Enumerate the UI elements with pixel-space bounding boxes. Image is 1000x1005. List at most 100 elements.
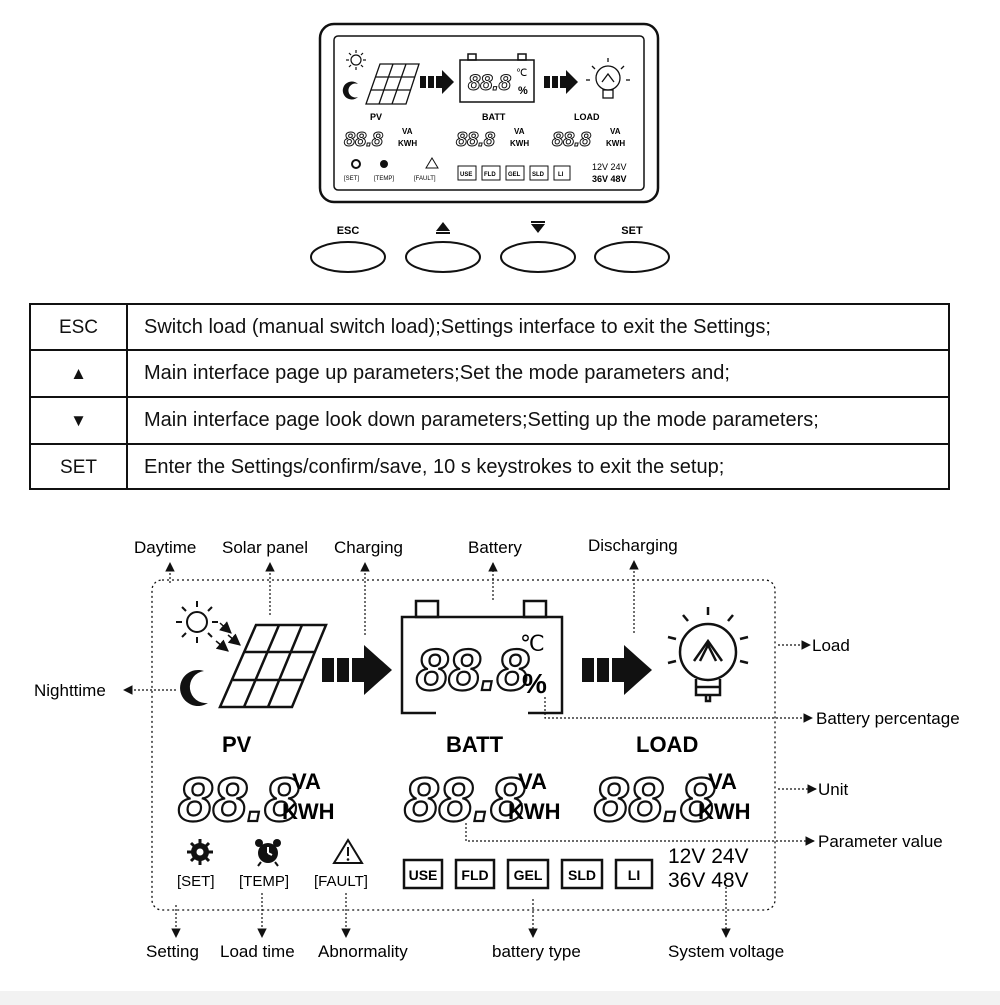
- mini-pv-label: PV: [370, 112, 382, 122]
- svg-text:SLD: SLD: [568, 867, 596, 883]
- charging-arrow-icon: [322, 645, 392, 695]
- lcd-dotted-frame: [151, 579, 776, 911]
- load-unit-va: VA: [708, 769, 737, 794]
- charging-arrow-icon: [420, 70, 454, 94]
- sun-icon: [176, 601, 218, 643]
- desc-cell: Main interface page look down parameters…: [144, 409, 819, 431]
- table-row: SET Enter the Settings/confirm/save, 10 …: [31, 445, 948, 490]
- pv-seg-digits: 88.8: [178, 766, 299, 835]
- table-row: ▲ Main interface page up parameters;Set …: [31, 351, 948, 396]
- solar-panel-icon: [218, 623, 328, 709]
- battery-type-gel: GEL: [506, 858, 550, 890]
- alarm-clock-icon: [380, 160, 388, 168]
- callout-load-time: Load time: [220, 942, 295, 961]
- mini-celsius-sign: ℃: [516, 68, 527, 79]
- callout-solar-panel: Solar panel: [222, 538, 308, 557]
- key-function-table: ESC Switch load (manual switch load);Set…: [29, 303, 950, 490]
- battery-type-li: LI: [614, 858, 654, 890]
- mini-lcd-panel: 88.8 ℃ % PV BATT LOAD 88.8 VA KWH 88.8 V…: [318, 22, 660, 204]
- callout-discharging: Discharging: [588, 536, 678, 555]
- temp-tag: [TEMP]: [239, 873, 289, 890]
- mini-batt-digits-2: 88.8: [456, 129, 496, 151]
- percent-sign: %: [522, 668, 547, 699]
- set-tag: [SET]: [177, 873, 215, 890]
- table-row: ESC Switch load (manual switch load);Set…: [31, 305, 948, 350]
- triangle-down-icon: [531, 221, 545, 233]
- callout-system-voltage: System voltage: [668, 942, 784, 961]
- callout-battery-percentage: Battery percentage: [816, 709, 960, 728]
- set-button[interactable]: SET: [594, 225, 670, 273]
- battery-icon: [459, 53, 535, 103]
- mini-batt-digits: 88.8: [468, 70, 512, 95]
- up-button[interactable]: [405, 222, 481, 273]
- mini-set-tag: [SET]: [344, 176, 359, 182]
- batt-unit-kwh: KWH: [508, 799, 561, 824]
- moon-icon: [180, 669, 208, 706]
- mini-bt-sld: SLD: [532, 172, 545, 178]
- callout-nighttime: Nighttime: [34, 681, 106, 700]
- mini-bt-fld: FLD: [484, 172, 496, 178]
- mini-battery-type-row: [457, 165, 571, 181]
- callout-daytime: Daytime: [134, 538, 196, 557]
- batt-unit-va: VA: [518, 769, 547, 794]
- battery-seg-digits: 88.8: [416, 638, 530, 703]
- gear-icon: [351, 159, 361, 169]
- bulb-icon: [667, 607, 749, 703]
- callout-leaders: [123, 560, 817, 938]
- battery-type-use: USE: [402, 858, 444, 890]
- mini-batt-label: BATT: [482, 112, 506, 122]
- mini-load-va: VA: [610, 127, 621, 136]
- set-button-label: SET: [621, 225, 643, 237]
- bottom-strip: [0, 991, 1000, 1005]
- gear-icon: [187, 839, 213, 865]
- lcd-annotated-diagram: Daytime Solar panel Charging Battery Dis…: [34, 536, 960, 961]
- svg-text:FLD: FLD: [461, 867, 488, 883]
- warning-icon: [332, 838, 364, 864]
- mini-batt-va: VA: [514, 127, 525, 136]
- key-cell: ESC: [31, 305, 128, 350]
- alarm-clock-icon: [255, 839, 281, 867]
- mini-load-label: LOAD: [574, 112, 600, 122]
- desc-cell: Switch load (manual switch load);Setting…: [144, 316, 771, 338]
- battery-type-sld: SLD: [560, 858, 604, 890]
- desc-cell: Enter the Settings/confirm/save, 10 s ke…: [144, 456, 725, 478]
- callout-battery: Battery: [468, 538, 522, 557]
- key-cell: ▲: [31, 351, 128, 396]
- sun-icon: [346, 50, 366, 70]
- mini-pv-digits: 88.8: [344, 129, 384, 151]
- table-row: ▼ Main interface page look down paramete…: [31, 398, 948, 443]
- down-button[interactable]: [500, 221, 576, 273]
- voltage-line-2: 36V 48V: [668, 869, 749, 892]
- mini-bt-use: USE: [460, 172, 472, 178]
- svg-text:USE: USE: [409, 867, 438, 883]
- battery-type-row: USE FLD GEL SLD LI: [402, 858, 654, 890]
- mini-batt-kwh: KWH: [510, 139, 529, 148]
- mini-pv-va: VA: [402, 127, 413, 136]
- discharging-arrow-icon: [582, 645, 652, 695]
- discharging-arrow-icon: [544, 70, 578, 94]
- load-unit-kwh: KWH: [698, 799, 751, 824]
- callout-abnormality: Abnormality: [318, 942, 408, 961]
- callout-parameter-value: Parameter value: [818, 832, 943, 851]
- esc-button[interactable]: ESC: [310, 225, 386, 273]
- pv-label: PV: [222, 732, 252, 757]
- load-seg-digits: 88.8: [594, 766, 715, 835]
- mini-load-kwh: KWH: [606, 139, 625, 148]
- mini-bt-gel: GEL: [508, 172, 521, 178]
- callout-unit: Unit: [818, 780, 849, 799]
- mini-voltage-2: 36V 48V: [592, 174, 627, 184]
- desc-cell: Main interface page up parameters;Set th…: [144, 362, 730, 384]
- key-cell: SET: [31, 445, 128, 490]
- callout-battery-type: battery type: [492, 942, 581, 961]
- load-label: LOAD: [636, 732, 698, 757]
- svg-text:GEL: GEL: [514, 867, 543, 883]
- mini-percent-sign: %: [518, 85, 528, 97]
- svg-text:LI: LI: [628, 867, 640, 883]
- mini-voltage-1: 12V 24V: [592, 162, 627, 172]
- key-cell: ▼: [31, 398, 128, 443]
- solar-panel-icon: [365, 63, 420, 105]
- battery-type-fld: FLD: [454, 858, 496, 890]
- callout-charging: Charging: [334, 538, 403, 557]
- batt-label: BATT: [446, 732, 504, 757]
- triangle-up-icon: [436, 222, 450, 234]
